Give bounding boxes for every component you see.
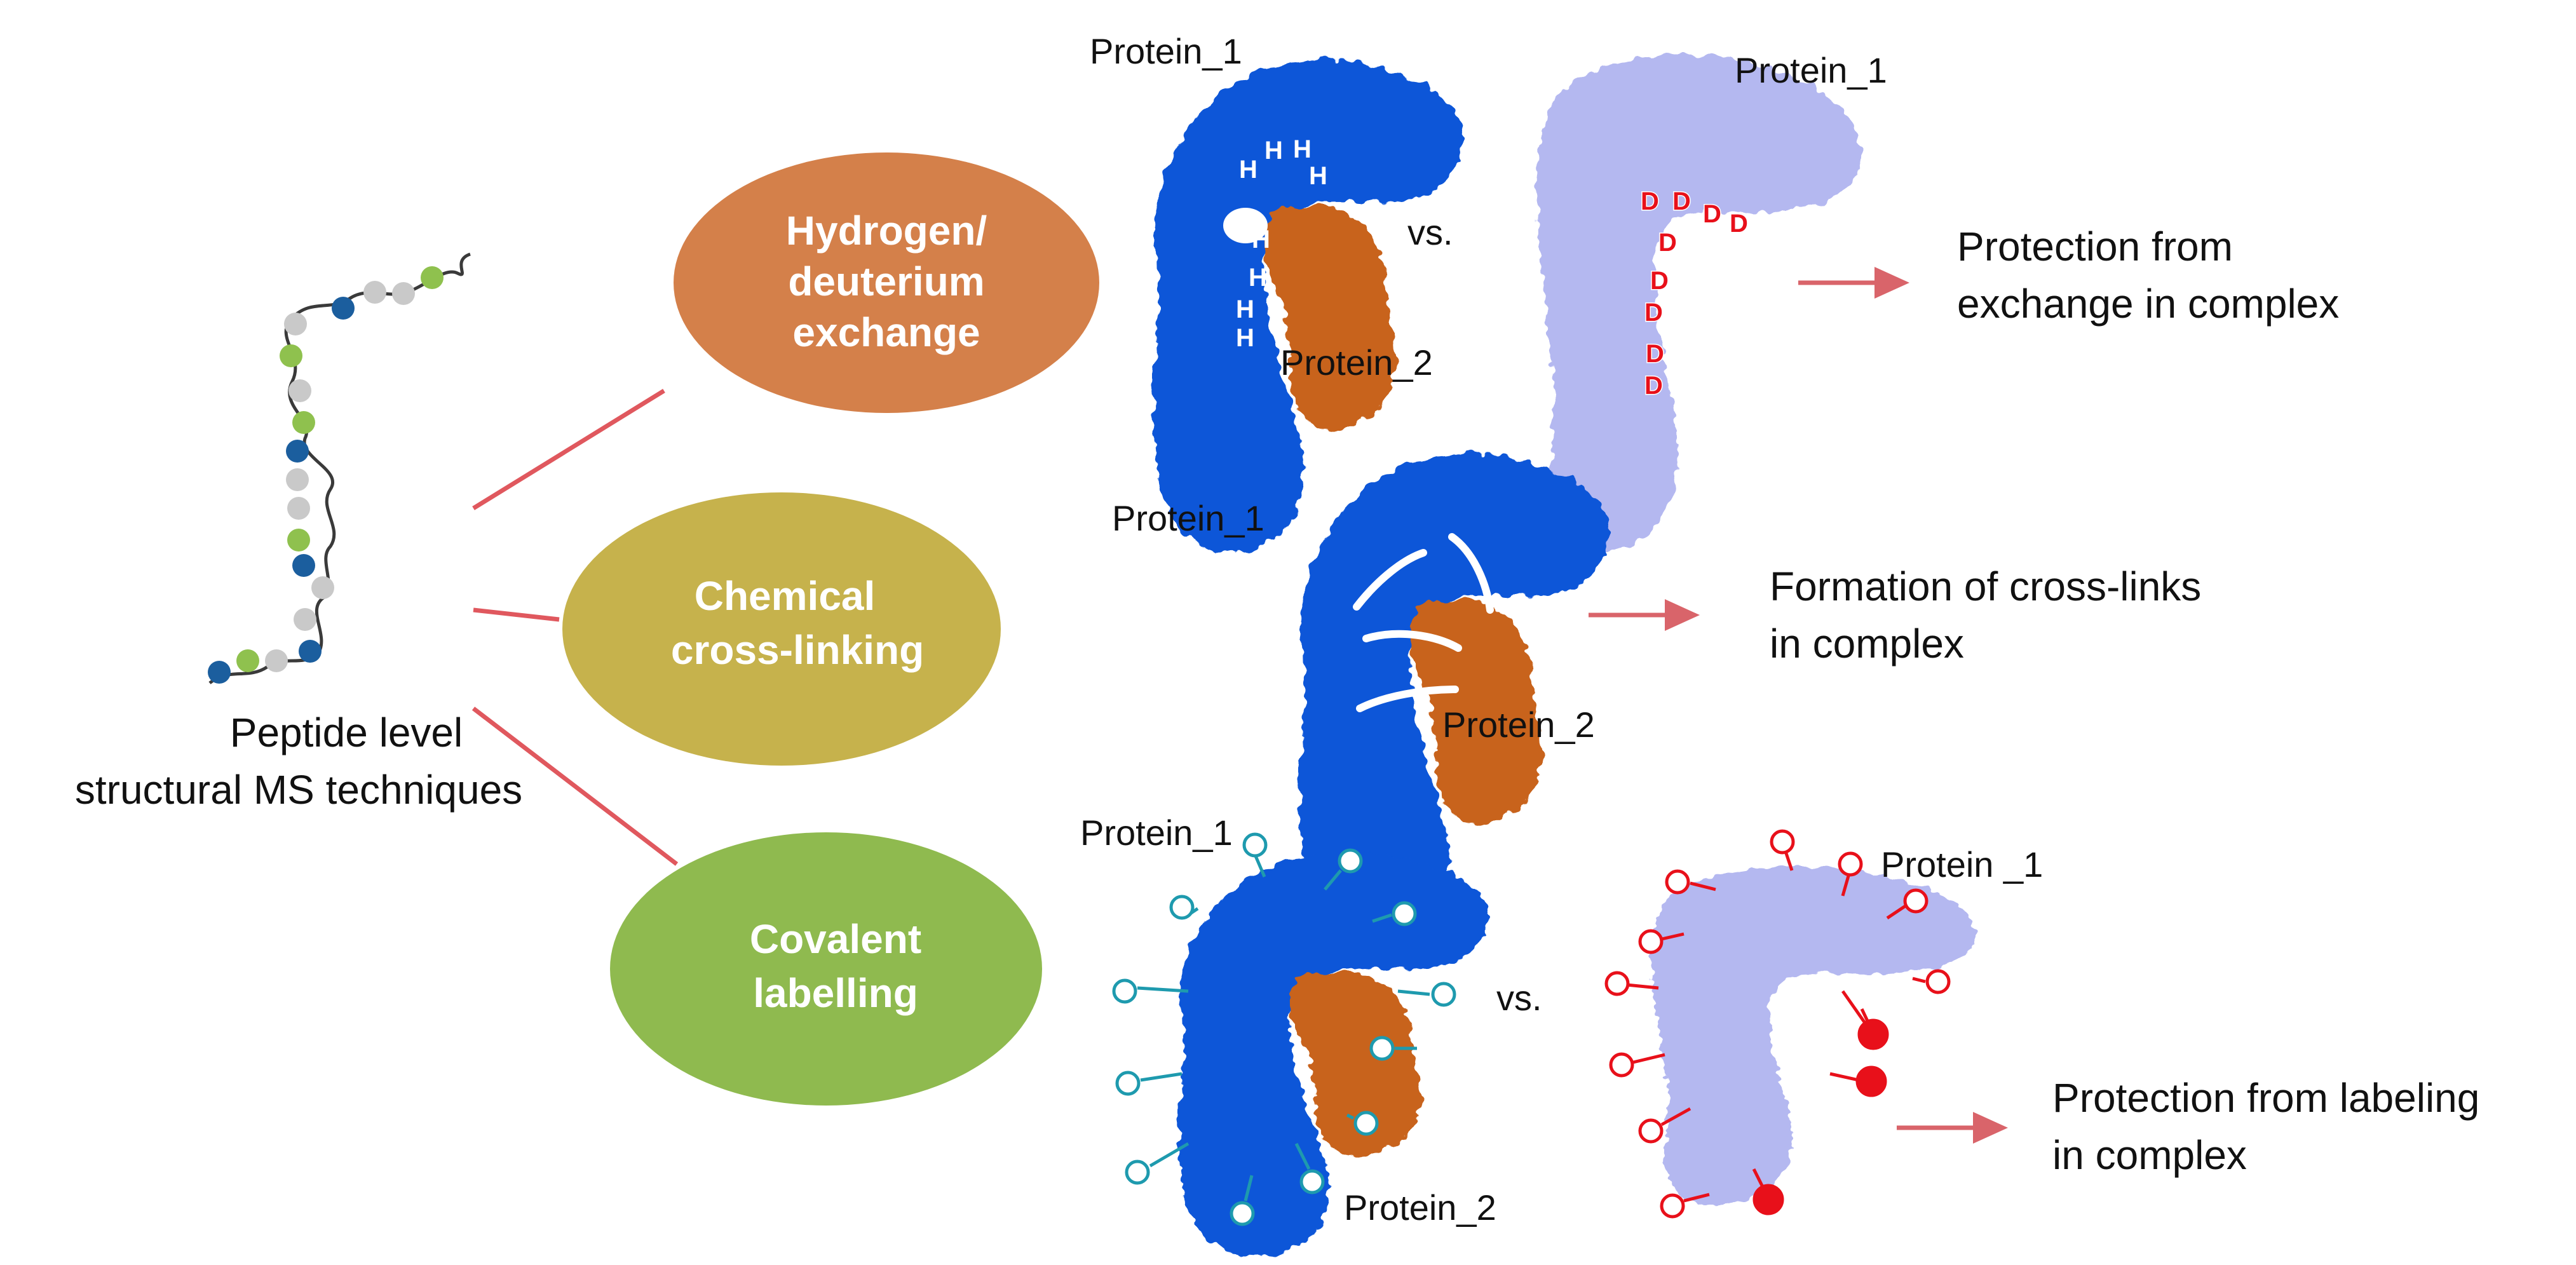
svg-text:D: D bbox=[1703, 200, 1721, 228]
svg-text:D: D bbox=[1730, 210, 1748, 238]
svg-text:D: D bbox=[1650, 267, 1669, 295]
labelling-ellipse: Covalent labelling bbox=[610, 832, 1042, 1106]
hdx-result-line1: Protection from bbox=[1957, 224, 2233, 269]
crosslinking-result-line1: Formation of cross-links bbox=[1770, 564, 2201, 609]
labelling-complex-protein2-label: Protein_2 bbox=[1344, 1187, 1496, 1228]
svg-text:D: D bbox=[1646, 340, 1664, 368]
hdx-ellipse: Hydrogen/ deuterium exchange bbox=[674, 152, 1099, 413]
svg-text:H: H bbox=[1264, 137, 1283, 165]
labelling-complex-tags bbox=[1112, 832, 1456, 1226]
hdx-free-protein bbox=[1536, 55, 1861, 553]
labelling-free-tags-open bbox=[1604, 829, 1951, 1219]
labelling-result-arrow bbox=[1897, 1112, 2008, 1144]
labelling-free-protein1-label: Protein _1 bbox=[1881, 844, 2043, 884]
crosslinking-complex-protein2-label: Protein_2 bbox=[1442, 705, 1595, 745]
hdx-title-line3: exchange bbox=[792, 309, 980, 355]
hdx-d-labels: D D D D D D D D D bbox=[1640, 187, 1749, 401]
hdx-title-line1: Hydrogen/ bbox=[786, 208, 987, 254]
hdx-result-arrow bbox=[1798, 267, 1909, 299]
connector-lines bbox=[471, 389, 679, 866]
svg-text:H: H bbox=[1236, 295, 1254, 323]
svg-text:H: H bbox=[1309, 162, 1327, 190]
crosslinking-ellipse: Chemical cross-linking bbox=[562, 492, 1001, 766]
svg-text:D: D bbox=[1644, 299, 1663, 327]
svg-text:H: H bbox=[1252, 226, 1270, 254]
svg-text:D: D bbox=[1644, 372, 1663, 400]
svg-text:D: D bbox=[1641, 187, 1659, 215]
labelling-vs-label: vs. bbox=[1496, 978, 1542, 1018]
hdx-vs-label: vs. bbox=[1407, 212, 1453, 252]
svg-text:H: H bbox=[1249, 264, 1267, 292]
crosslinking-title-line1: Chemical bbox=[695, 573, 876, 619]
svg-text:D: D bbox=[1658, 229, 1677, 257]
crosslinking-result-line2: in complex bbox=[1770, 621, 1964, 666]
labelling-complex-protein1-label: Protein_1 bbox=[1080, 813, 1233, 853]
svg-text:H: H bbox=[1293, 135, 1312, 163]
connector-hdx bbox=[472, 389, 665, 510]
labelling-result-line2: in complex bbox=[2052, 1132, 2247, 1178]
connector-labelling bbox=[471, 707, 679, 866]
labelling-title-line1: Covalent bbox=[750, 916, 921, 962]
hdx-h-labels: H H H H H H H H H bbox=[1236, 135, 1327, 352]
crosslink-marks bbox=[1353, 533, 1494, 712]
hdx-free-protein1-label: Protein_1 bbox=[1735, 50, 1887, 90]
peptide-chain-icon bbox=[208, 252, 471, 684]
peptide-label-line2: structural MS techniques bbox=[75, 767, 522, 813]
labelling-title-line2: labelling bbox=[753, 970, 918, 1016]
crosslinking-result-arrow bbox=[1589, 599, 1700, 631]
hdx-complex-protein1-label: Protein_1 bbox=[1090, 31, 1242, 71]
hdx-complex-protein bbox=[1153, 60, 1463, 554]
crosslinking-complex-protein1-label: Protein_1 bbox=[1112, 498, 1264, 538]
svg-text:D: D bbox=[1672, 187, 1691, 215]
svg-text:H: H bbox=[1236, 324, 1254, 352]
labelling-free-tags-filled bbox=[1752, 990, 1889, 1215]
svg-text:H: H bbox=[1236, 210, 1254, 238]
hdx-title-line2: deuterium bbox=[788, 259, 984, 304]
connector-crosslinking bbox=[473, 607, 560, 622]
hdx-complex-protein2-label: Protein_2 bbox=[1280, 342, 1433, 382]
labelling-free-protein bbox=[1650, 867, 1976, 1206]
hdx-result-line2: exchange in complex bbox=[1957, 281, 2339, 327]
peptide-label-line1: Peptide level bbox=[230, 710, 463, 755]
crosslinking-title-line2: cross-linking bbox=[671, 627, 924, 673]
labelling-result-line1: Protection from labeling bbox=[2052, 1075, 2479, 1121]
svg-text:H: H bbox=[1239, 156, 1257, 184]
